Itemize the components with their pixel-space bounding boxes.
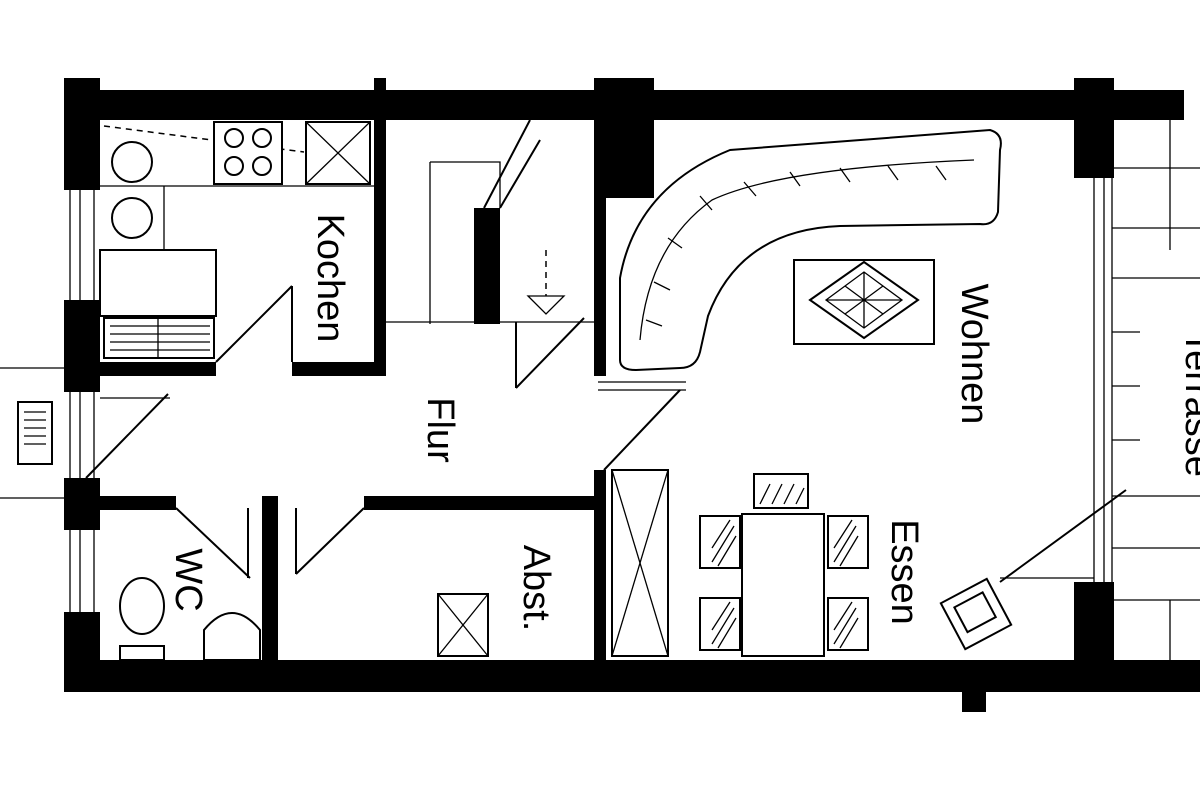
wall-left-mid [64,300,100,392]
wc-furniture [119,507,261,661]
door-mat [17,401,53,465]
entrance-outside [0,367,64,499]
living-furniture [611,128,1013,657]
room-label-terrace: Terrasse [1177,331,1200,477]
wall-kitchen-right [374,118,386,374]
room-label-hall: Flur [419,397,461,463]
wall-wc-top [100,496,176,510]
wall-left-upper [64,78,100,190]
wall-central-column [594,78,654,198]
terrace-area [999,120,1200,660]
sofa [619,128,1002,372]
wall-kitchen-bottom-left [100,362,216,376]
wall-central-pier [594,196,606,376]
wall-stair-block [474,208,500,324]
toilet [203,612,261,661]
chair [699,515,741,569]
chair [827,515,869,569]
wall-storage-top [364,496,606,510]
stove [213,121,283,185]
room-label-dining: Essen [883,519,925,625]
dining-table [741,513,825,657]
room-labels: Kochen Flur Wohnen Essen Abst. WC Terras… [167,214,1200,632]
wall-top-left-post [374,78,386,120]
chair [753,473,809,509]
wall-left-mid2 [64,478,100,530]
sink-bowl-2 [111,197,153,239]
wall-bottom [64,660,1200,692]
chair [699,597,741,651]
kitchen-furniture [99,121,374,363]
wall-right-upper [1074,78,1114,178]
walls [64,78,1200,712]
room-label-living: Wohnen [953,284,995,425]
hall-details [85,119,686,479]
wall-wc-storage [262,496,278,668]
wall-central-lower [594,470,606,670]
wall-left-lower [64,612,100,692]
wc-basin [119,577,165,635]
kitchen-counter [99,249,217,317]
room-label-wc: WC [167,548,209,611]
room-label-storage: Abst. [515,545,557,632]
sink-bowl [111,141,153,183]
wall-kitchen-bottom-right [292,362,386,376]
kitchen-cabinet [103,317,215,359]
storage-furniture [295,507,489,657]
wc-sink [119,645,165,661]
wall-bottom-stub [962,690,986,712]
chair [827,597,869,651]
room-label-kitchen: Kochen [309,214,351,343]
windows-left [69,190,95,612]
wall-right-lower [1074,582,1114,692]
